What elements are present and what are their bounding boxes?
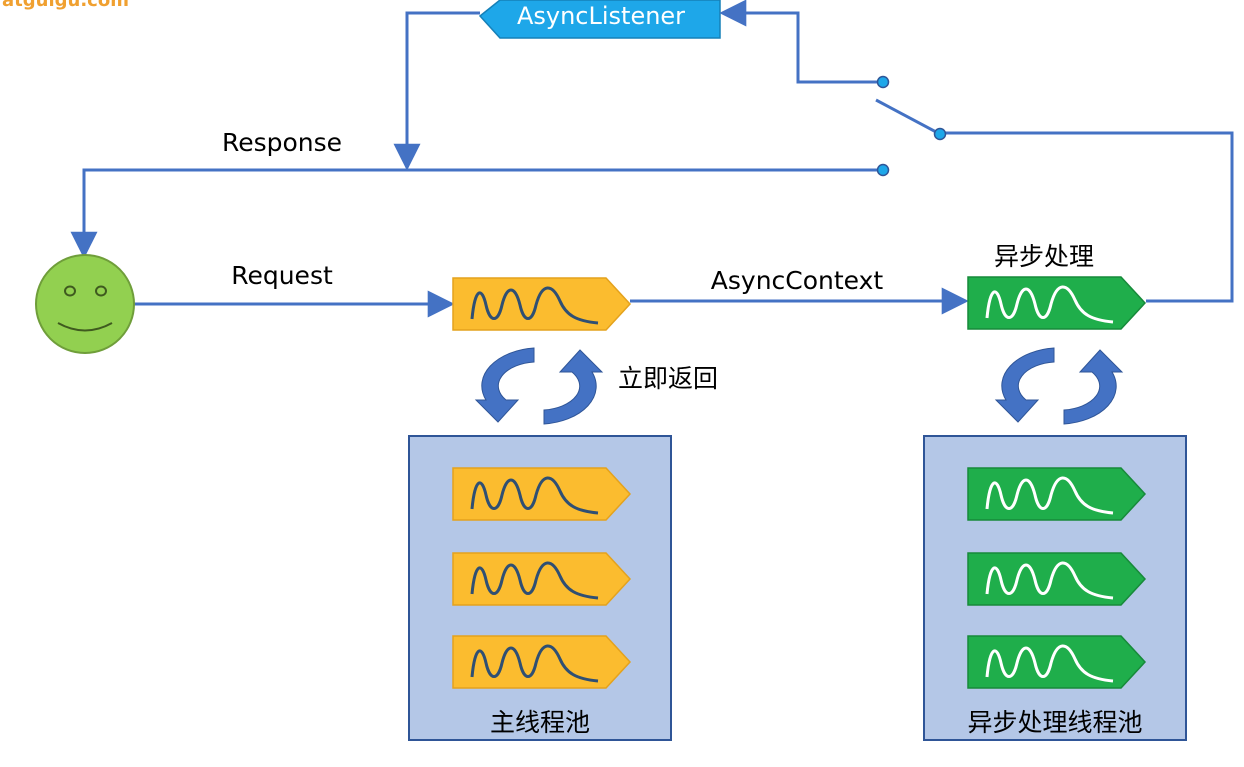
response-arrow (70, 168, 883, 259)
async-context-label: AsyncContext (711, 266, 884, 295)
switch-blade (875, 98, 939, 135)
switch-to-listener-arrow (719, 0, 883, 84)
switch-node-icon (876, 163, 890, 177)
async-pool-task-icon (967, 467, 1147, 521)
async-thread-pool: 异步处理线程池 (923, 435, 1187, 741)
main-thread-pool-label: 主线程池 (490, 708, 590, 737)
main-pool-task-icon (452, 467, 632, 521)
request-label: Request (231, 261, 333, 290)
async-return-line (940, 131, 1234, 303)
async-processing-label: 异步处理 (994, 242, 1094, 271)
switch-node-icon (933, 127, 947, 141)
connector-lines (70, 0, 1234, 318)
main-request-task-icon (452, 277, 632, 331)
switch-node-icon (876, 75, 890, 89)
smiley-face-icon (35, 254, 135, 354)
main-thread-pool: 主线程池 (408, 435, 672, 741)
response-label: Response (222, 128, 342, 157)
async-listener-box: AsyncListener (478, 0, 721, 39)
cycle-arrows-icon (995, 347, 1123, 425)
async-listener-label: AsyncListener (517, 2, 685, 30)
async-pool-task-icon (967, 552, 1147, 606)
async-thread-pool-label: 异步处理线程池 (967, 708, 1142, 737)
async-pool-task-icon (967, 635, 1147, 689)
main-pool-task-icon (452, 552, 632, 606)
return-immediately-label: 立即返回 (618, 364, 718, 393)
cycle-arrows-icon (475, 347, 603, 425)
main-pool-task-icon (452, 635, 632, 689)
watermark-text: atguigu.com (2, 0, 129, 11)
async-request-task-icon (967, 276, 1147, 330)
listener-to-response-arrow (393, 11, 480, 171)
